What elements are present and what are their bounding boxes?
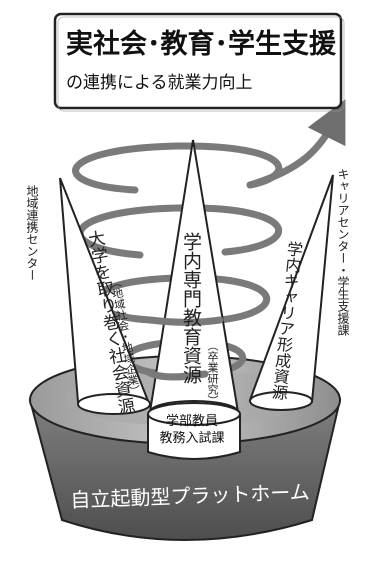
goal-subtitle: の連携による就業力向上 — [66, 73, 253, 93]
side-label-left: 地域連携センター — [25, 185, 39, 281]
spiral-front — [146, 316, 224, 381]
goal-title: 実社会･教育･学生支援 — [66, 29, 336, 60]
cone-right — [248, 174, 334, 411]
pedestal-label: 学部教員 教務入試課 — [150, 413, 234, 447]
spiral-arrow — [246, 99, 346, 189]
pedestal-line-2: 教務入試課 — [159, 431, 225, 446]
cone-center-main: 学内専門教育資源 — [179, 232, 202, 384]
cone-left — [59, 177, 152, 415]
goal-box-shape — [53, 12, 345, 112]
side-label-right: キャリアセンター・学生支援課 — [336, 168, 350, 336]
pedestal — [147, 402, 241, 460]
pedestal-line-1: 学部教員 — [165, 414, 218, 429]
cone-center-sub: （卒業研究） — [206, 340, 219, 406]
spiral-loop-4 — [72, 142, 283, 194]
